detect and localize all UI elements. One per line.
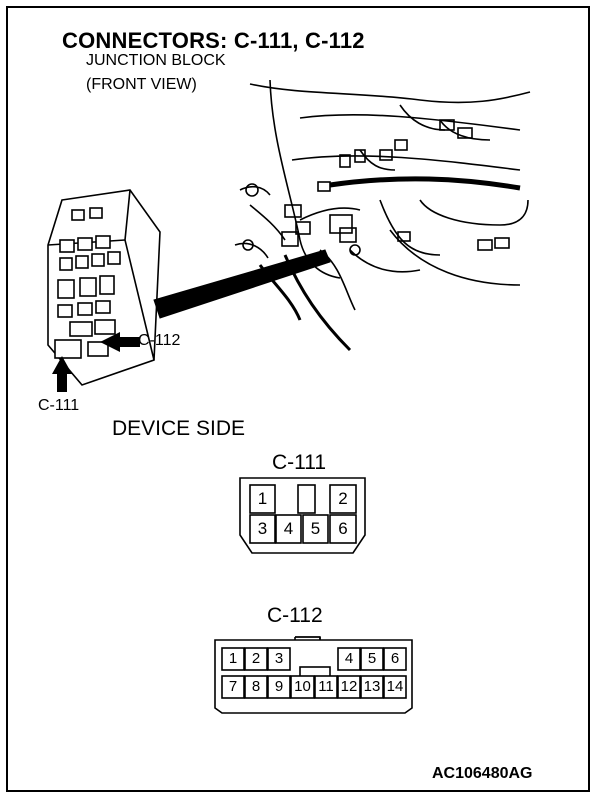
c111-title: C-111 (272, 451, 327, 474)
c112-pin-label: 2 (251, 650, 261, 667)
page-title: CONNECTORS: C-111, C-112 (62, 28, 365, 53)
junction-block (47, 189, 161, 386)
c112-connector-face (214, 636, 413, 714)
c112-pin-label: 1 (228, 650, 238, 667)
c112-pin-label: 5 (367, 650, 377, 667)
c111-pin-label: 4 (283, 519, 294, 538)
figure-border (6, 6, 590, 792)
c112-pin-label: 4 (344, 650, 354, 667)
c111-pin-label: 5 (310, 519, 321, 538)
c112-pin-label: 12 (340, 678, 358, 695)
callout-label-c111: C-111 (38, 397, 80, 414)
c112-pin-label: 8 (251, 678, 261, 695)
c111-pin-label: 2 (338, 489, 348, 508)
c112-pin-label: 10 (294, 678, 311, 695)
c112-pin-label: 7 (228, 678, 238, 695)
c112-pin-label: 13 (363, 678, 381, 695)
device-side-label: DEVICE SIDE (112, 417, 246, 440)
projection-beam (153, 249, 331, 319)
subtitle-front-view: (FRONT VIEW) (86, 76, 197, 93)
c112-title: C-112 (267, 604, 323, 627)
c111-pin-label: 1 (257, 489, 268, 508)
c112-pin-label: 14 (386, 678, 404, 695)
callout-label-c112: C-112 (138, 332, 181, 349)
c112-arrow (100, 332, 140, 352)
c112-pin-label: 6 (390, 650, 400, 667)
figure-code: AC106480AG (432, 765, 533, 782)
c112-pin-label: 3 (274, 650, 284, 667)
c111-arrow (52, 356, 72, 392)
subtitle-junction-block: JUNCTION BLOCK (86, 52, 226, 69)
c112-pin-label: 9 (274, 678, 284, 695)
c112-pin-label: 11 (318, 678, 334, 695)
dashboard-illustration (234, 79, 531, 352)
c111-pin-label: 6 (338, 519, 348, 538)
c111-pin-label: 3 (257, 519, 268, 538)
c111-connector-face (239, 477, 366, 554)
